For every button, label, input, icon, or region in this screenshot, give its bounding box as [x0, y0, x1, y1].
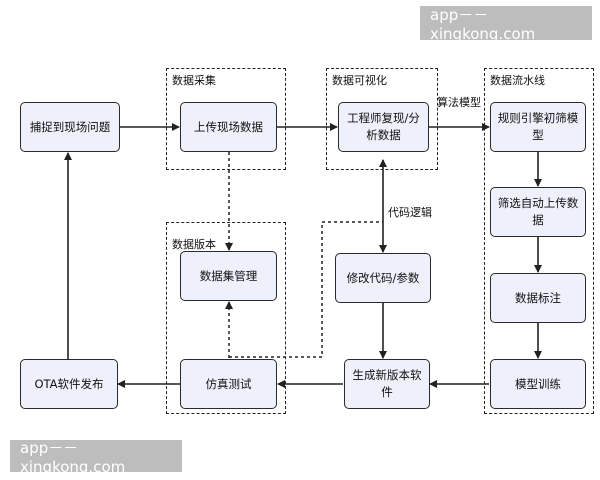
- node-data-label: 数据标注: [490, 273, 586, 323]
- edge-sim-codelogic: [229, 221, 383, 358]
- edge-label-code-logic: 代码逻辑: [388, 206, 432, 219]
- node-engineer-analyze: 工程师复现/分析数据: [338, 102, 429, 152]
- group-data-collect: [166, 68, 286, 170]
- node-filter-upload: 筛选自动上传数据: [490, 187, 586, 237]
- group-data-visual-title: 数据可视化: [332, 74, 387, 87]
- group-data-pipeline-title: 数据流水线: [490, 74, 545, 87]
- node-modify-code: 修改代码/参数: [335, 253, 431, 303]
- node-build-version: 生成新版本软件: [344, 359, 430, 409]
- node-model-train: 模型训练: [490, 359, 586, 409]
- node-ota-release: OTA软件发布: [20, 359, 118, 409]
- group-data-version: [166, 222, 286, 414]
- edge-label-algo-model: 算法模型: [437, 96, 481, 109]
- watermark-bottom: app－－xingkong.com: [10, 439, 182, 476]
- watermark-top: app－－xingkong.com: [420, 6, 592, 43]
- node-sim-test: 仿真测试: [180, 359, 277, 409]
- node-rules-engine: 规则引擎初筛模型: [490, 102, 586, 152]
- node-dataset-manage: 数据集管理: [180, 251, 277, 301]
- group-data-pipeline: [484, 68, 594, 414]
- node-upload-data: 上传现场数据: [180, 102, 277, 152]
- node-capture-issue: 捕捉到现场问题: [20, 102, 120, 152]
- group-data-collect-title: 数据采集: [172, 74, 216, 87]
- group-data-version-title: 数据版本: [172, 238, 216, 251]
